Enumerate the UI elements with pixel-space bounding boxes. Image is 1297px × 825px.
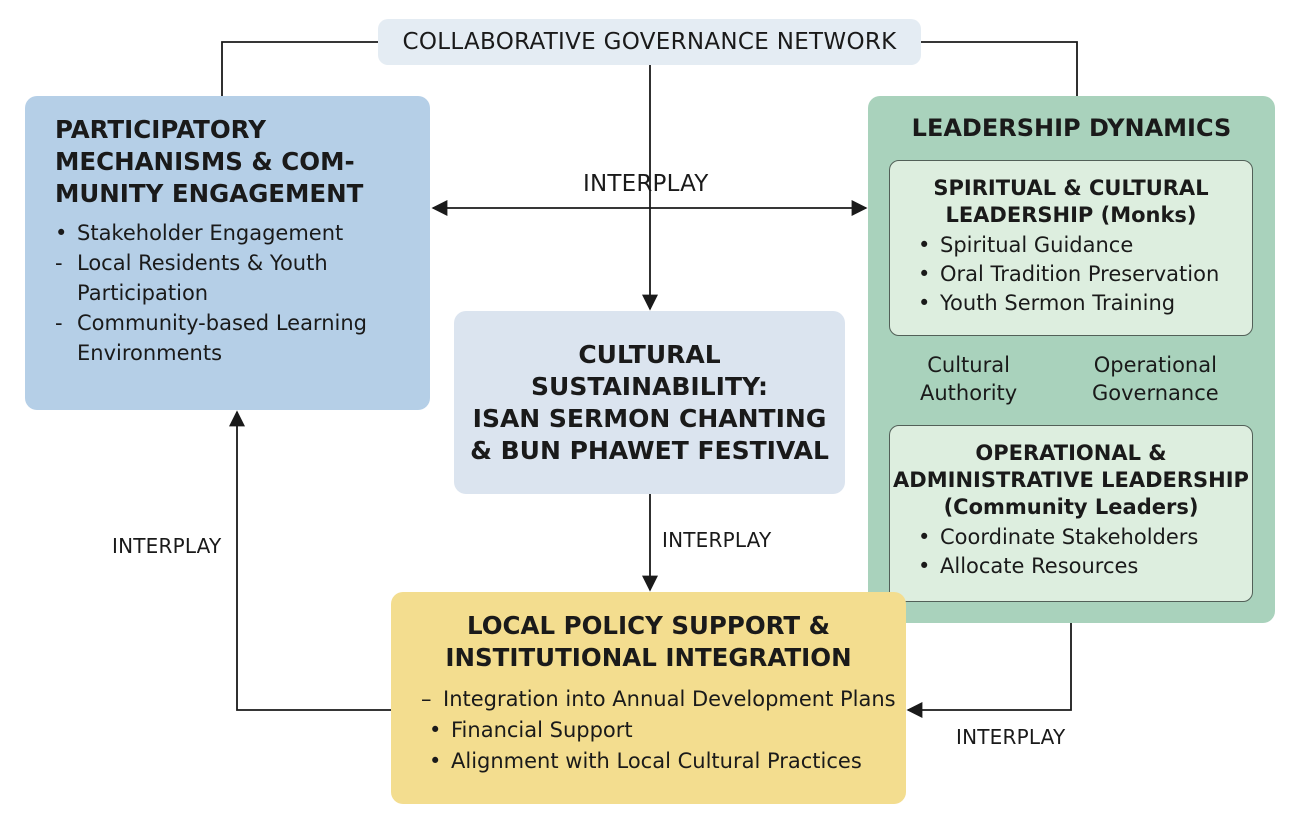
operational-leadership-title: OPERATIONAL & ADMINISTRATIVE LEADERSHIP … xyxy=(890,440,1252,521)
network-line-left xyxy=(221,41,378,96)
interplay-label-left: INTERPLAY xyxy=(112,534,222,558)
governance-network-label: COLLABORATIVE GOVERNANCE NETWORK xyxy=(378,19,921,65)
list-item-text: Spiritual Guidance xyxy=(940,233,1134,257)
list-item: •Coordinate Stakeholders xyxy=(918,523,1252,552)
list-item-text: Coordinate Stakeholders xyxy=(940,525,1199,549)
policy-to-participatory-arrow xyxy=(229,410,391,711)
dash-marker: - xyxy=(55,311,63,335)
list-item: •Oral Tradition Preservation xyxy=(918,260,1252,289)
list-item: • Stakeholder Engagement xyxy=(55,218,410,248)
cultural-title-line: CULTURAL xyxy=(578,339,721,369)
policy-title: LOCAL POLICY SUPPORT & INSTITUTIONAL INT… xyxy=(391,610,906,674)
bullet-marker: • xyxy=(429,718,442,742)
operational-leadership-box: OPERATIONAL & ADMINISTRATIVE LEADERSHIP … xyxy=(889,425,1253,602)
cultural-title-line: & BUN PHAWET FESTIVAL xyxy=(470,435,829,465)
participatory-box: PARTICIPATORY MECHANISMS & COM- MUNITY E… xyxy=(25,96,430,410)
cultural-title-line: SUSTAINABILITY: xyxy=(531,371,768,401)
participatory-title: PARTICIPATORY MECHANISMS & COM- MUNITY E… xyxy=(55,114,385,210)
participatory-title-line: MUNITY ENGAGEMENT xyxy=(55,179,364,208)
operational-title-line: ADMINISTRATIVE LEADERSHIP xyxy=(893,468,1249,492)
list-item-text: Alignment with Local Cultural Practices xyxy=(451,749,862,773)
list-item-text: Local Residents & Youth Participation xyxy=(77,251,328,305)
list-item: • Alignment with Local Cultural Practice… xyxy=(391,746,906,777)
list-item-text: Stakeholder Engagement xyxy=(77,221,344,245)
interplay-label-middle: INTERPLAY xyxy=(662,528,772,552)
list-item-text: Oral Tradition Preservation xyxy=(940,262,1220,286)
local-policy-box: LOCAL POLICY SUPPORT & INSTITUTIONAL INT… xyxy=(391,592,906,804)
participatory-title-line: MECHANISMS & COM- xyxy=(55,147,355,176)
leadership-box: LEADERSHIP DYNAMICS SPIRITUAL & CULTURAL… xyxy=(868,96,1275,623)
label-line: Cultural xyxy=(927,353,1010,377)
list-item-text: Allocate Resources xyxy=(940,554,1139,578)
list-item: - Local Residents & Youth Participation xyxy=(55,248,410,308)
interplay-label-top: INTERPLAY xyxy=(583,171,709,197)
policy-title-line: LOCAL POLICY SUPPORT & xyxy=(466,611,831,640)
leadership-title: LEADERSHIP DYNAMICS xyxy=(911,114,1232,142)
list-item-text: Financial Support xyxy=(451,718,633,742)
cultural-sustainability-box: CULTURAL SUSTAINABILITY: ISAN SERMON CHA… xyxy=(454,311,845,494)
dash-marker: - xyxy=(55,251,63,275)
list-item: •Allocate Resources xyxy=(918,552,1252,581)
spiritual-title-line: SPIRITUAL & CULTURAL xyxy=(933,176,1209,200)
list-item: •Spiritual Guidance xyxy=(918,231,1252,260)
policy-title-line: INSTITUTIONAL INTEGRATION xyxy=(445,643,852,672)
operational-title-line: OPERATIONAL & xyxy=(975,441,1167,465)
cultural-title-line: ISAN SERMON CHANTING xyxy=(472,403,827,433)
network-line-right xyxy=(921,41,1078,96)
bullet-marker: • xyxy=(429,749,442,773)
spiritual-leadership-box: SPIRITUAL & CULTURAL LEADERSHIP (Monks) … xyxy=(889,160,1253,336)
participatory-title-line: PARTICIPATORY xyxy=(55,115,266,144)
network-title: COLLABORATIVE GOVERNANCE NETWORK xyxy=(402,29,897,55)
bullet-marker: • xyxy=(55,221,68,245)
label-line: Operational xyxy=(1093,353,1217,377)
dash-marker: – xyxy=(421,687,432,711)
leadership-to-policy-arrow xyxy=(906,623,1072,718)
spiritual-leadership-title: SPIRITUAL & CULTURAL LEADERSHIP (Monks) xyxy=(890,175,1252,229)
list-item: •Youth Sermon Training xyxy=(918,289,1252,318)
interplay-label-right: INTERPLAY xyxy=(956,725,1066,749)
list-item-text: Youth Sermon Training xyxy=(940,291,1176,315)
operational-governance-label: Operational Governance xyxy=(1092,351,1219,407)
list-item: • Financial Support xyxy=(391,715,906,746)
list-item: – Integration into Annual Development Pl… xyxy=(391,684,906,715)
list-item: - Community-based Learning Environments xyxy=(55,308,410,368)
cultural-authority-label: Cultural Authority xyxy=(920,351,1017,407)
list-item-text: Community-based Learning Environments xyxy=(77,311,367,365)
spiritual-title-line: LEADERSHIP (Monks) xyxy=(945,203,1197,227)
list-item-text: Integration into Annual Development Plan… xyxy=(443,687,896,711)
operational-title-line: (Community Leaders) xyxy=(943,495,1199,519)
label-line: Governance xyxy=(1092,381,1219,405)
label-line: Authority xyxy=(920,381,1018,405)
